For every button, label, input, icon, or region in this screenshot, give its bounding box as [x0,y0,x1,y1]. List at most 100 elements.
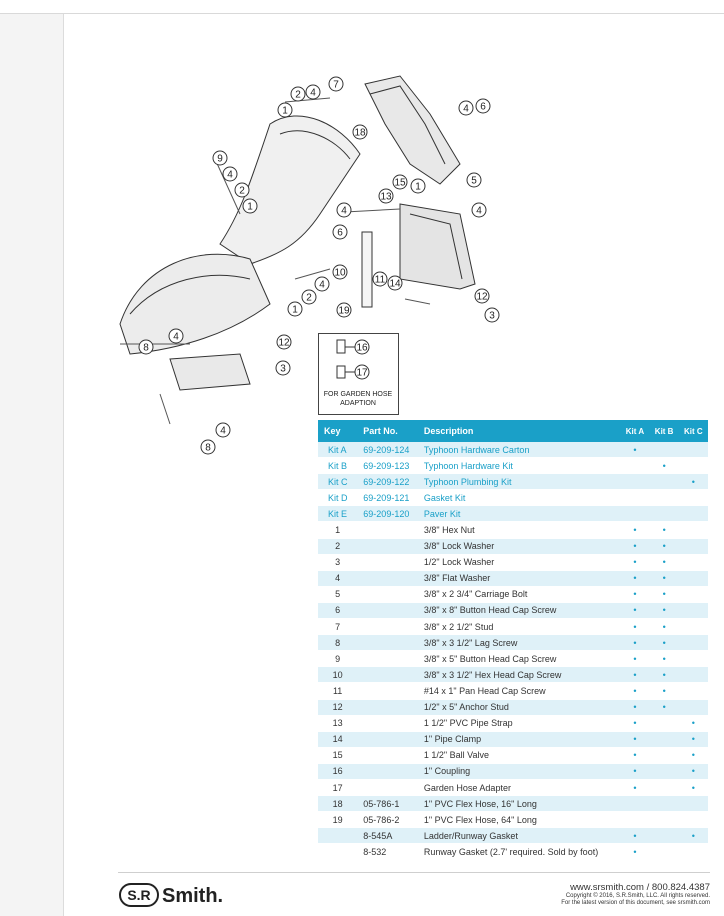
svg-text:1: 1 [247,202,253,213]
svg-text:Smith.: Smith. [162,885,223,907]
footer-rule [118,872,710,873]
row-description: 3/8" Hex Nut [417,521,621,539]
row-kit-c [678,795,708,813]
row-kit-b [649,795,679,813]
row-description: 3/8" x 2 3/4" Carriage Bolt [417,586,621,603]
row-kit-c: • [678,779,708,797]
row-part-no [357,554,418,571]
row-description: Garden Hose Adapter [417,779,621,797]
svg-text:1: 1 [292,305,298,316]
row-kit-c [678,521,708,539]
row-kit-a: • [620,715,650,732]
row-description: Ladder/Runway Gasket [417,827,621,845]
row-kit-c [678,666,708,684]
row-key: 2 [318,538,358,555]
header-kit-c: Kit C [678,420,708,442]
support-tower [399,203,476,290]
row-kit-a: • [620,682,650,700]
row-part-no [357,666,418,684]
row-part-no: 05-786-1 [357,795,418,813]
row-key: 17 [318,779,358,797]
svg-text:4: 4 [463,104,469,115]
row-part-no [357,731,418,748]
row-kit-a [620,811,650,829]
row-kit-a: • [620,843,650,861]
row-part-no [357,682,418,700]
row-kit-c [678,538,708,555]
row-kit-a: • [620,442,650,459]
row-part-no [357,602,418,620]
row-kit-a [620,505,650,523]
row-key [318,827,358,845]
row-kit-b: • [649,586,679,603]
row-part-no: 8-532 [357,843,418,861]
row-key: 10 [318,666,358,684]
row-kit-c [678,699,708,716]
svg-text:3: 3 [280,364,286,375]
row-description: 1/2" x 5" Anchor Stud [417,699,621,716]
row-description: Paver Kit [417,505,621,523]
row-key: 16 [318,763,358,780]
row-part-no: 69-209-123 [357,457,418,475]
row-part-no: 69-209-120 [357,505,418,523]
row-kit-c [678,811,708,829]
row-kit-c: • [678,747,708,764]
row-key: 11 [318,682,358,700]
row-description: 3/8" x 3 1/2" Lag Screw [417,634,621,652]
row-part-no: 05-786-2 [357,811,418,829]
row-kit-b: • [649,666,679,684]
row-kit-c [678,682,708,700]
row-key: 7 [318,618,358,636]
row-kit-a: • [620,618,650,636]
svg-text:8: 8 [143,343,149,354]
base-pad [169,353,251,391]
svg-text:18: 18 [354,128,366,139]
row-description: 1" Pipe Clamp [417,731,621,748]
row-key: Kit B [318,457,358,475]
header-kit-b: Kit B [649,420,679,442]
row-kit-a: • [620,779,650,797]
upper-housing [364,75,461,185]
svg-text:12: 12 [278,338,290,349]
row-kit-c [678,489,708,507]
svg-text:19: 19 [338,306,350,317]
row-key: Kit A [318,442,358,459]
row-part-no [357,634,418,652]
row-description: 1" PVC Flex Hose, 64" Long [417,811,621,829]
row-description: Runway Gasket (2.7' required. Sold by fo… [417,843,621,861]
callout-17: 17 [356,368,368,379]
row-kit-b [649,473,679,491]
row-kit-b: • [649,618,679,636]
svg-text:4: 4 [476,206,482,217]
row-part-no [357,715,418,732]
garden-hose-inset: 16 17 [318,333,399,415]
left-margin-rail [0,14,64,916]
svg-text:2: 2 [239,186,245,197]
row-description: 1 1/2" PVC Pipe Strap [417,715,621,732]
svg-text:4: 4 [227,170,233,181]
svg-text:11: 11 [375,275,386,286]
row-kit-a: • [620,699,650,716]
row-kit-b [649,489,679,507]
row-kit-a: • [620,634,650,652]
row-kit-b: • [649,457,679,475]
row-description: 3/8" x 2 1/2" Stud [417,618,621,636]
row-description: Typhoon Hardware Kit [417,457,621,475]
header-description: Description [417,420,621,442]
callout-1: 1 [282,106,288,117]
row-part-no [357,747,418,764]
row-key: 12 [318,699,358,716]
svg-text:4: 4 [319,280,325,291]
row-part-no: 69-209-124 [357,442,418,459]
table-row: 11#14 x 1" Pan Head Cap Screw•• [318,682,708,700]
row-key: 1 [318,521,358,539]
